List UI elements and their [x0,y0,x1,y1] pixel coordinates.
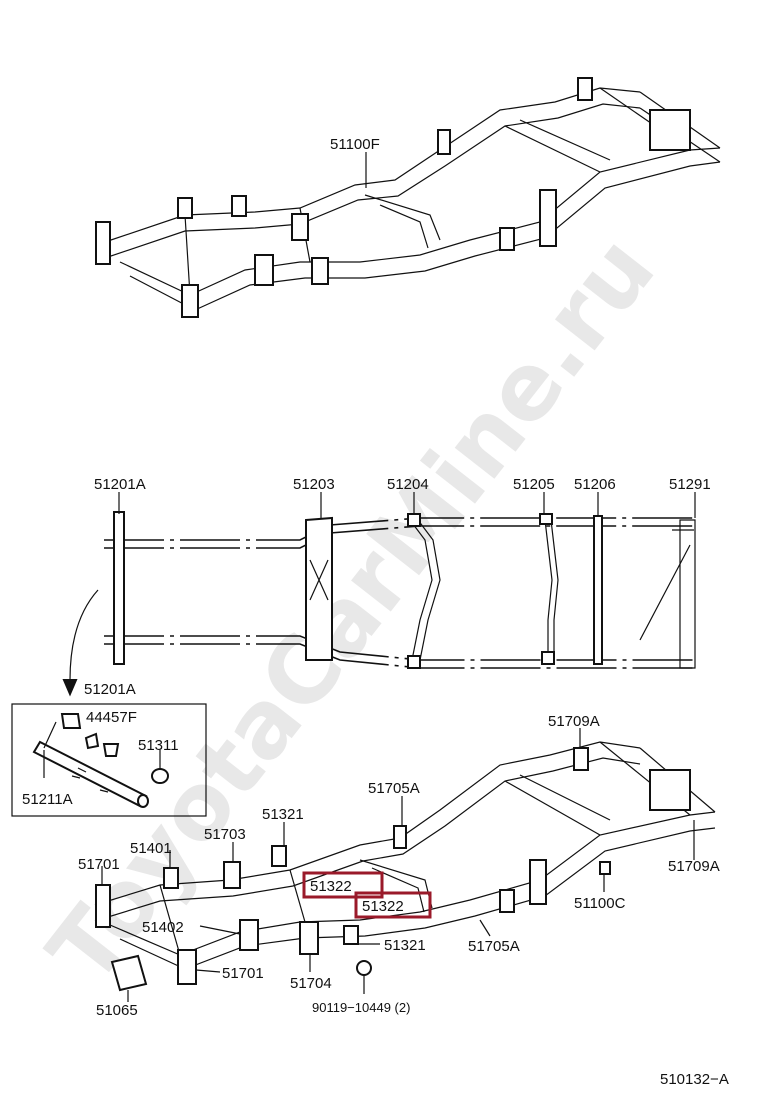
label-51321-top: 51321 [262,806,304,823]
label-51204: 51204 [387,476,429,493]
label-51704: 51704 [290,975,332,992]
label-51322-b: 51322 [362,898,404,915]
top-frame-illustration: 51100F [95,77,721,318]
label-51201A: 51201A [94,476,146,493]
watermark: ToyotaCarMine.ru [28,217,675,1004]
label-51401: 51401 [130,840,172,857]
label-51705A-bottom: 51705A [468,938,520,955]
label-51065: 51065 [96,1002,138,1019]
inset-header-51201A: 51201A [84,681,136,698]
highlight-51322-b [354,891,432,919]
diagram-code: 510132−A [660,1071,729,1088]
crossmember-illustration: 51201A 51203 51204 51205 51206 51291 [62,476,711,697]
label-51211A: 51211A [22,791,73,808]
inset-box: 51201A 44457F 51311 51211A [11,681,207,817]
label-51705A-top: 51705A [368,780,420,797]
label-44457F: 44457F [86,709,137,726]
highlight-51322-a [302,871,384,899]
label-51100C: 51100C [574,895,626,912]
label-51402: 51402 [142,919,184,936]
label-51709A-top: 51709A [548,713,600,730]
label-51311: 51311 [138,737,179,754]
label-51203: 51203 [293,476,335,493]
label-90119-10449: 90119−10449 (2) [312,1000,410,1015]
bottom-frame-illustration: 51709A 51705A 51321 51703 51401 51701 51… [78,713,720,1019]
label-51322-a: 51322 [310,878,352,895]
label-51709A-right: 51709A [668,858,720,875]
label-51205: 51205 [513,476,555,493]
label-51701-top: 51701 [78,856,120,873]
label-51100F: 51100F [330,136,380,153]
label-51321-bottom: 51321 [384,937,426,954]
label-51703: 51703 [204,826,246,843]
label-51206: 51206 [574,476,616,493]
label-51701-bottom: 51701 [222,965,264,982]
label-51291: 51291 [669,476,711,493]
